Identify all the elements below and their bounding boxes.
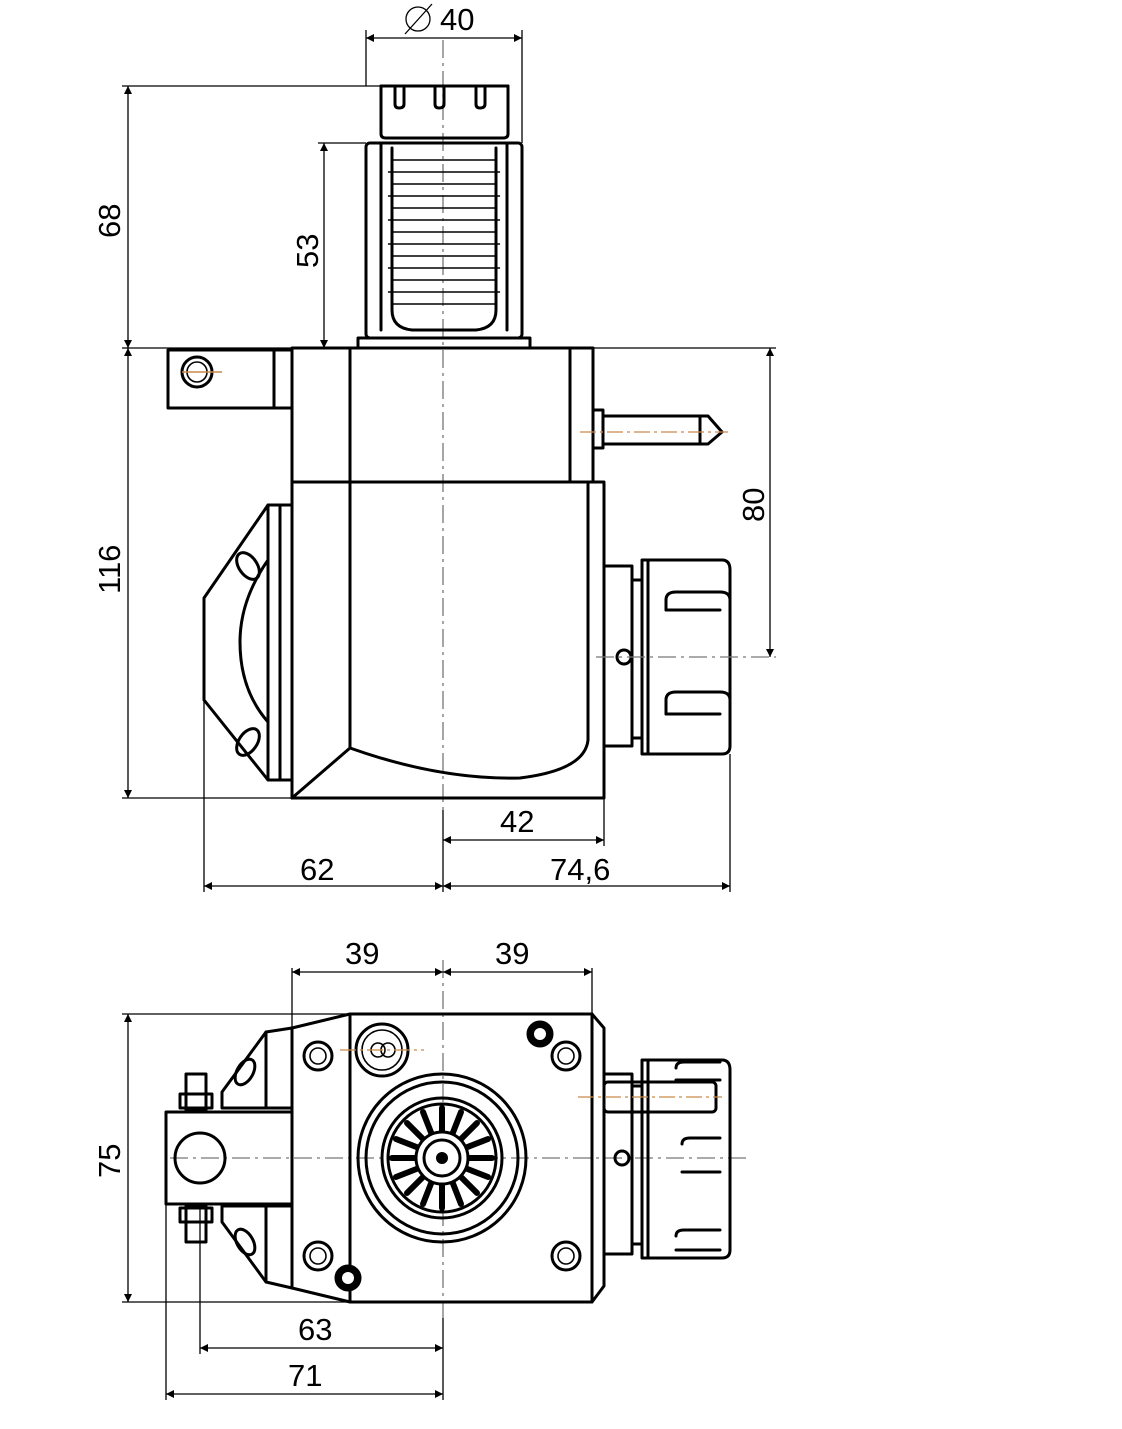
central-spindle xyxy=(356,1072,528,1244)
dim-plan-71: 71 xyxy=(288,1358,322,1393)
top-collet-nut xyxy=(379,84,510,140)
dim-plan-63: 63 xyxy=(298,1312,332,1347)
threaded-shank xyxy=(356,141,532,350)
screw-top-left xyxy=(302,1040,334,1072)
lube-port xyxy=(340,1022,424,1078)
main-body xyxy=(290,346,606,800)
dim-top-height-total: 68 xyxy=(92,204,127,238)
plan-body xyxy=(290,1012,606,1304)
side-collet-chuck xyxy=(596,558,776,756)
plan-clamp xyxy=(164,1072,294,1244)
screw-bottom-right xyxy=(550,1240,582,1272)
clamp-bracket xyxy=(166,348,294,410)
screw-bottom-left xyxy=(302,1240,334,1272)
dim-right-reach: 42 xyxy=(500,804,534,839)
dim-side-offset: 80 xyxy=(736,488,771,522)
dim-right-width: 74,6 xyxy=(550,852,610,887)
dowel-pin-bottom xyxy=(334,1264,362,1292)
dim-left-width: 62 xyxy=(300,852,334,887)
screw-top-right xyxy=(550,1040,582,1072)
dim-body-height: 116 xyxy=(92,545,127,594)
dowel-pin-top xyxy=(526,1020,554,1048)
diameter-symbol xyxy=(404,3,433,35)
dim-top-height-shank: 53 xyxy=(290,234,325,268)
front-view: 40 68 53 116 80 42 62 74,6 xyxy=(92,2,776,892)
dim-plan-right-39: 39 xyxy=(495,936,529,971)
dim-plan-height: 75 xyxy=(92,1144,127,1178)
dim-plan-left-39: 39 xyxy=(345,936,379,971)
plan-side-collet xyxy=(578,1058,732,1260)
dim-top-diameter: 40 xyxy=(440,2,474,37)
left-flange xyxy=(202,503,294,782)
plan-view: 39 39 75 63 71 xyxy=(92,936,750,1400)
locating-pin xyxy=(580,408,728,450)
plan-left-flange xyxy=(220,1026,294,1290)
